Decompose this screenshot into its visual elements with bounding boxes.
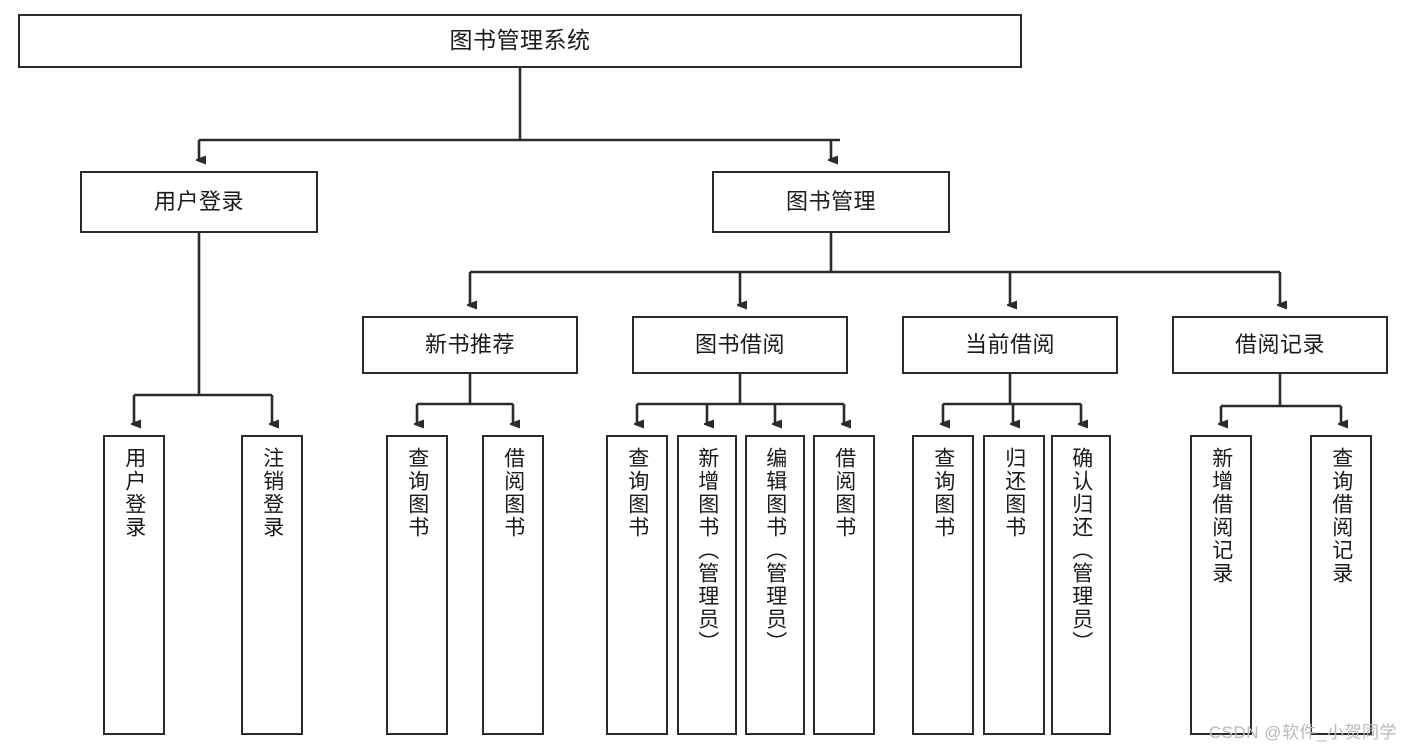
node-leaf-edit-book[interactable]: 编辑图书（管理员） bbox=[745, 435, 805, 735]
node-leaf-borrow-book-1[interactable]: 借阅图书 bbox=[482, 435, 544, 735]
node-leaf-query-book-2[interactable]: 查询图书 bbox=[606, 435, 668, 735]
node-leaf-query-book-2-label: 查询图书 bbox=[625, 447, 649, 539]
node-borrow-record[interactable]: 借阅记录 bbox=[1172, 316, 1388, 374]
node-book-manage-label: 图书管理 bbox=[785, 188, 876, 214]
node-book-borrow-label: 图书借阅 bbox=[694, 331, 785, 357]
node-new-book-recommend[interactable]: 新书推荐 bbox=[362, 316, 578, 374]
edge-group-current-borrow bbox=[943, 374, 1081, 424]
node-current-borrow-label: 当前借阅 bbox=[964, 331, 1055, 357]
node-leaf-query-book-1-label: 查询图书 bbox=[405, 447, 429, 539]
node-user-login-label: 用户登录 bbox=[153, 188, 244, 214]
node-leaf-return-book[interactable]: 归还图书 bbox=[983, 435, 1045, 735]
node-user-login[interactable]: 用户登录 bbox=[80, 171, 318, 233]
node-leaf-logout-label: 注销登录 bbox=[260, 447, 284, 539]
node-leaf-logout[interactable]: 注销登录 bbox=[241, 435, 303, 735]
node-leaf-query-book-3[interactable]: 查询图书 bbox=[912, 435, 974, 735]
edge-group-new-book-recommend bbox=[417, 374, 513, 424]
node-leaf-borrow-book-2[interactable]: 借阅图书 bbox=[813, 435, 875, 735]
node-leaf-edit-book-label: 编辑图书（管理员） bbox=[763, 447, 787, 654]
node-leaf-add-record-label: 新增借阅记录 bbox=[1209, 447, 1233, 585]
node-leaf-user-login[interactable]: 用户登录 bbox=[103, 435, 165, 735]
node-leaf-confirm-return-label: 确认归还（管理员） bbox=[1069, 447, 1093, 654]
edge-group-book-manage bbox=[470, 233, 1280, 305]
csdn-watermark: CSDN @软件_小贺同学 bbox=[1208, 723, 1397, 742]
node-leaf-query-record[interactable]: 查询借阅记录 bbox=[1310, 435, 1372, 735]
node-new-book-recommend-label: 新书推荐 bbox=[424, 331, 515, 357]
node-current-borrow[interactable]: 当前借阅 bbox=[902, 316, 1118, 374]
node-book-borrow[interactable]: 图书借阅 bbox=[632, 316, 848, 374]
edge-group-borrow-record bbox=[1221, 374, 1341, 424]
node-leaf-borrow-book-2-label: 借阅图书 bbox=[832, 447, 856, 539]
edge-group-book-borrow bbox=[637, 374, 844, 424]
node-leaf-query-book-3-label: 查询图书 bbox=[931, 447, 955, 539]
node-leaf-add-record[interactable]: 新增借阅记录 bbox=[1190, 435, 1252, 735]
node-root[interactable]: 图书管理系统 bbox=[18, 14, 1022, 68]
node-leaf-add-book-label: 新增图书（管理员） bbox=[695, 447, 719, 654]
node-leaf-return-book-label: 归还图书 bbox=[1002, 447, 1026, 539]
edge-group-user-login bbox=[134, 233, 272, 424]
node-leaf-user-login-label: 用户登录 bbox=[122, 447, 146, 539]
node-book-manage[interactable]: 图书管理 bbox=[712, 171, 950, 233]
node-root-label: 图书管理系统 bbox=[449, 27, 591, 54]
node-leaf-query-record-label: 查询借阅记录 bbox=[1329, 447, 1353, 585]
node-leaf-borrow-book-1-label: 借阅图书 bbox=[501, 447, 525, 539]
node-borrow-record-label: 借阅记录 bbox=[1234, 331, 1325, 357]
node-leaf-confirm-return[interactable]: 确认归还（管理员） bbox=[1051, 435, 1111, 735]
node-leaf-add-book[interactable]: 新增图书（管理员） bbox=[677, 435, 737, 735]
edge-group-root bbox=[199, 68, 840, 160]
node-leaf-query-book-1[interactable]: 查询图书 bbox=[386, 435, 448, 735]
